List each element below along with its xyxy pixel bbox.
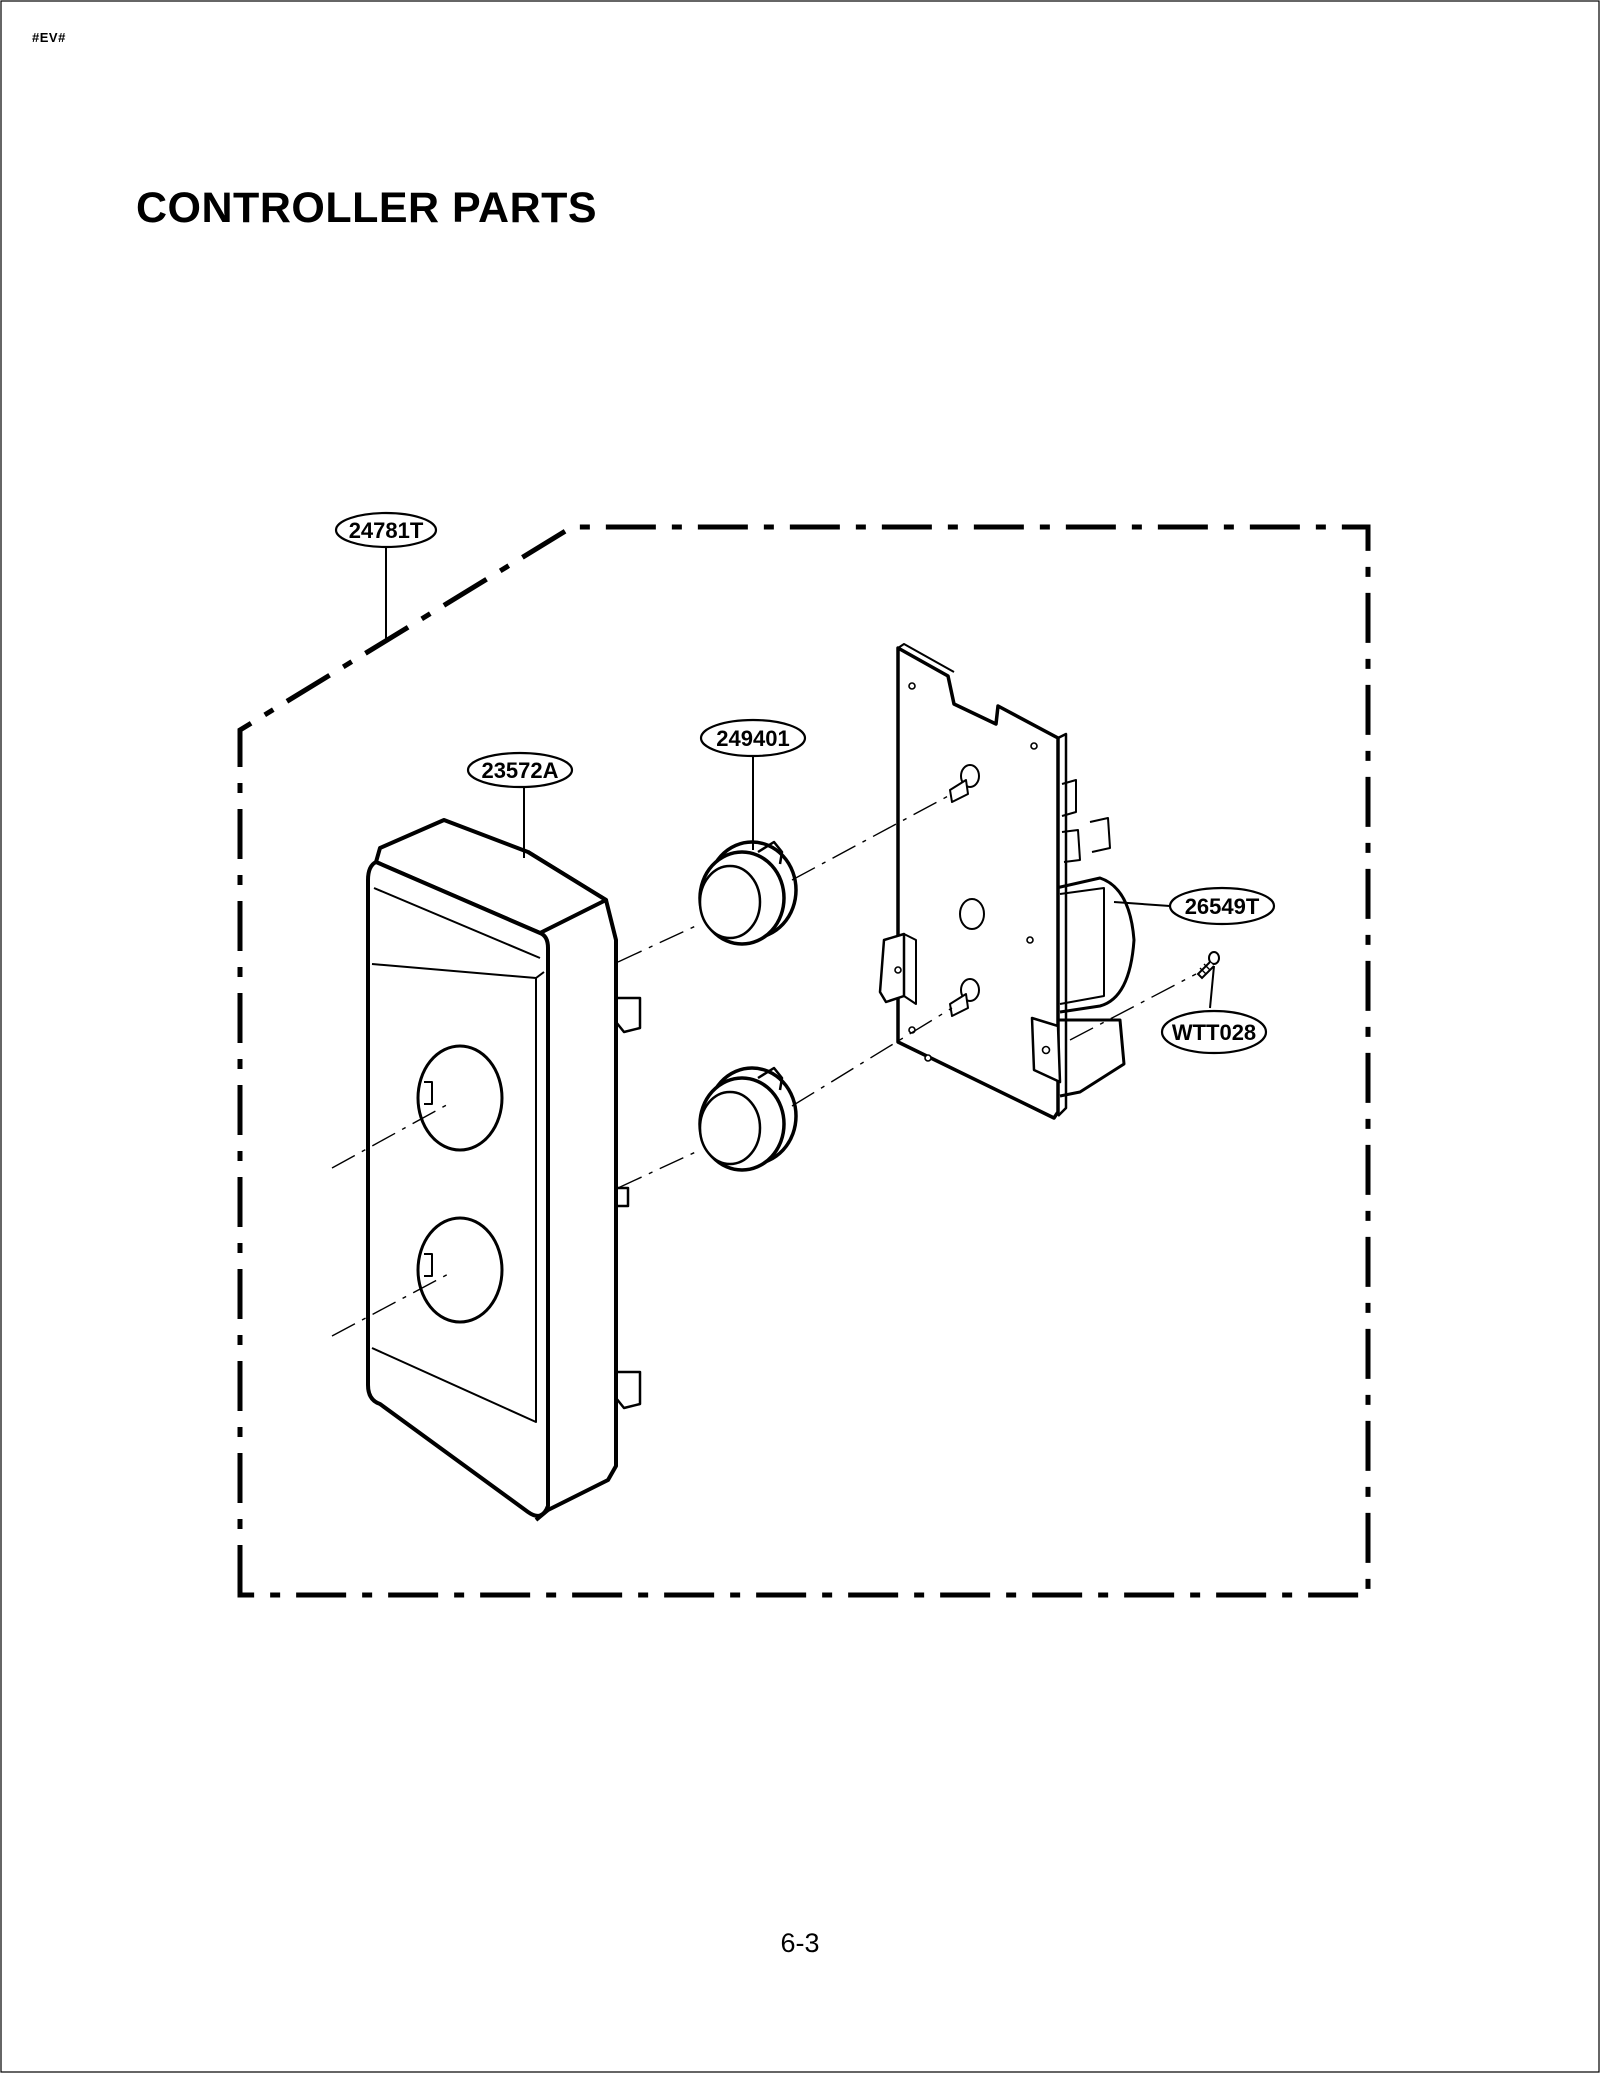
screw-WTT028 bbox=[1196, 951, 1220, 980]
knob-upper-249401 bbox=[698, 840, 798, 946]
callout-label: 249401 bbox=[716, 726, 789, 751]
callout-label: WTT028 bbox=[1172, 1020, 1256, 1045]
knob-lower-249401 bbox=[698, 1066, 798, 1172]
callout-label: 23572A bbox=[481, 758, 558, 783]
control-panel-23572A bbox=[366, 818, 642, 1522]
page-title: CONTROLLER PARTS bbox=[136, 184, 598, 232]
callout-label: 26549T bbox=[1185, 894, 1260, 919]
callout-24781T: 24781T bbox=[334, 511, 438, 549]
alignment-lines bbox=[331, 793, 1197, 1337]
callout-label: 24781T bbox=[349, 518, 424, 543]
timer-assembly-26549T bbox=[878, 643, 1136, 1120]
page-number: 6-3 bbox=[780, 1928, 820, 1958]
corner-mark: #EV# bbox=[32, 30, 66, 45]
callout-WTT028: WTT028 bbox=[1160, 1009, 1268, 1055]
callout-26549T: 26549T bbox=[1168, 886, 1276, 926]
callout-249401: 249401 bbox=[699, 718, 807, 758]
leader-lines bbox=[385, 546, 1215, 1009]
callout-23572A: 23572A bbox=[466, 751, 574, 789]
